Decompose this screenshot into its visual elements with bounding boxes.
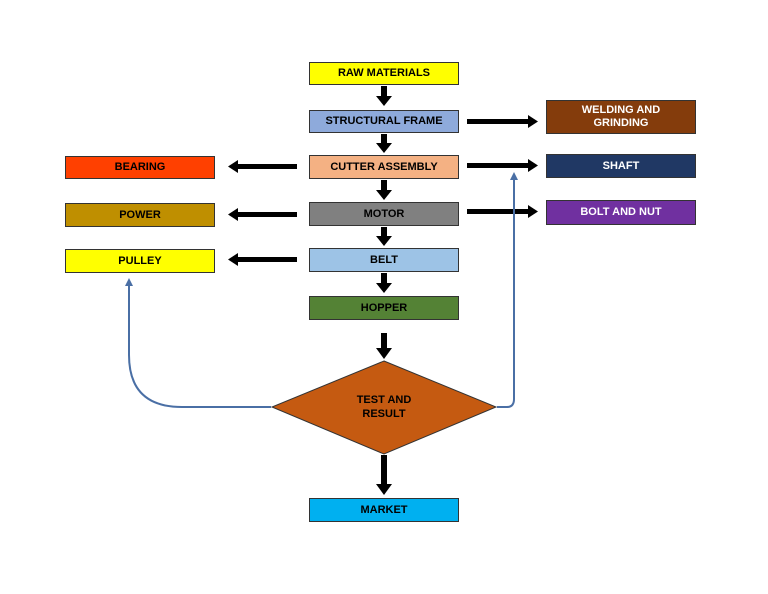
power-box: POWER (65, 203, 215, 227)
cutter-assembly-label: CUTTER ASSEMBLY (330, 160, 438, 173)
motor-box: MOTOR (309, 202, 459, 226)
structural-frame-box: STRUCTURAL FRAME (309, 110, 459, 133)
arrow-motor-to-belt (376, 227, 392, 246)
raw-materials-box: RAW MATERIALS (309, 62, 459, 85)
raw-materials-label: RAW MATERIALS (337, 67, 431, 79)
bolt-and-nut-label: BOLT AND NUT (580, 206, 662, 218)
test-and-result-label: TEST AND RESULT (324, 393, 444, 421)
arrow-belt-to-hopper (376, 273, 392, 293)
welding-line1: WELDING AND (581, 104, 661, 116)
motor-label: MOTOR (363, 207, 405, 220)
feedback-line-test-to-pulley (125, 278, 271, 408)
bolt-and-nut-box: BOLT AND NUT (546, 200, 696, 225)
arrow-frame-to-cutter (376, 134, 392, 153)
structural-frame-label: STRUCTURAL FRAME (325, 115, 443, 127)
power-label: POWER (119, 208, 161, 221)
test-and-result-line2: RESULT (362, 408, 406, 420)
bearing-box: BEARING (65, 156, 215, 179)
arrow-cutter-to-motor (376, 180, 392, 200)
hopper-box: HOPPER (309, 296, 459, 320)
arrow-motor-to-bolt (467, 205, 538, 218)
arrow-cutter-to-shaft (467, 159, 538, 172)
market-box: MARKET (309, 498, 459, 522)
welding-and-grinding-box: WELDING AND GRINDING (546, 100, 696, 134)
test-and-result-diamond (270, 360, 498, 455)
shaft-box: SHAFT (546, 154, 696, 178)
pulley-box: PULLEY (65, 249, 215, 273)
hopper-label: HOPPER (360, 301, 408, 314)
bearing-label: BEARING (114, 161, 166, 173)
cutter-assembly-box: CUTTER ASSEMBLY (309, 155, 459, 179)
arrow-belt-to-pulley (228, 253, 297, 266)
arrow-cutter-to-bearing (228, 160, 297, 173)
market-label: MARKET (360, 503, 408, 516)
arrow-frame-to-welding (467, 115, 538, 128)
pulley-label: PULLEY (118, 254, 162, 267)
arrow-raw-to-frame (376, 86, 392, 106)
arrow-hopper-to-test (376, 333, 392, 359)
feedback-line-test-to-shaft (497, 172, 518, 408)
shaft-label: SHAFT (602, 159, 640, 172)
arrow-test-to-market (376, 455, 392, 495)
test-and-result-line1: TEST AND (356, 394, 412, 406)
arrow-motor-to-power (228, 208, 297, 221)
belt-box: BELT (309, 248, 459, 272)
welding-line2: GRINDING (593, 117, 649, 129)
belt-label: BELT (370, 253, 398, 266)
